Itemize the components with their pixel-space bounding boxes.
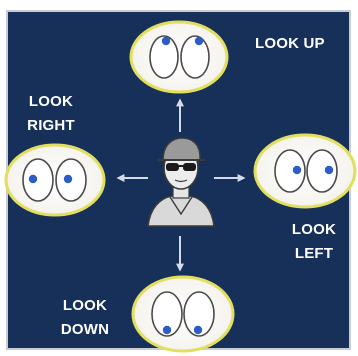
pupil-up-right: [194, 36, 204, 46]
eyes-right-icon: [4, 143, 106, 217]
eyes-down-icon: [131, 275, 235, 353]
pupil-up-left: [161, 36, 171, 46]
eyes-up-icon: [129, 20, 229, 94]
pupil-right-left: [28, 174, 38, 184]
label-look-right: LOOK RIGHT: [27, 93, 75, 134]
eyes-left-icon: [253, 133, 357, 209]
label-look-up: LOOK UP: [255, 35, 325, 52]
label-look-left: LOOK LEFT: [291, 221, 337, 262]
person-with-sunglasses-icon: [147, 137, 215, 227]
arrow-icon: [116, 98, 246, 272]
pupil-down-left: [162, 325, 172, 335]
label-look-down: LOOK DOWN: [60, 297, 110, 338]
pupil-down-right: [193, 325, 203, 335]
pupil-right-right: [63, 174, 73, 184]
pupil-left-right: [324, 165, 334, 175]
pupil-left-left: [292, 165, 302, 175]
